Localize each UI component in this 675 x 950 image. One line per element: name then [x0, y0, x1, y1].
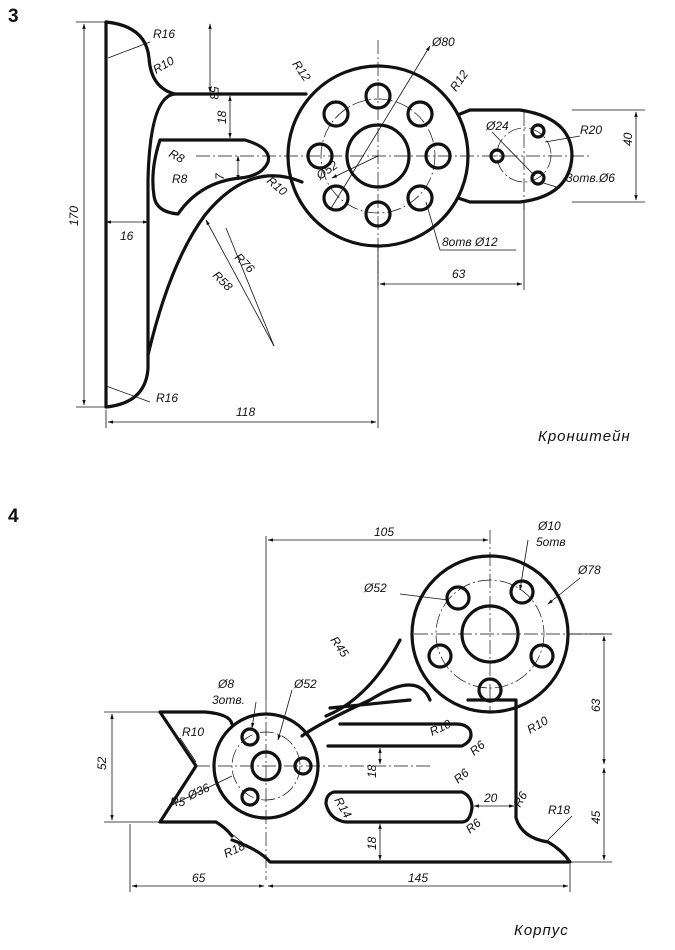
bolt-hole: [406, 100, 434, 128]
dim-r18-left-leader: [231, 833, 245, 845]
drawing-3-bracket: R16 R10 58 R12 Ø80 R12 18 R8 R8 7 R10 Ø5…: [67, 20, 645, 428]
dim-r20-leader: [544, 135, 581, 143]
dim-d52-leader: [331, 155, 379, 179]
problem-3-caption: Кронштейн: [538, 428, 631, 445]
dim-3holes: 3отв.: [212, 693, 245, 707]
dim-r16-top: R16: [153, 27, 175, 41]
dim-40: 40: [621, 132, 635, 146]
dim-d52-left-leader: [277, 689, 293, 741]
dim-r16-bottom: R16: [156, 391, 178, 405]
dim-r8-upper: R8: [167, 146, 187, 166]
dim-r18-right: R18: [548, 803, 570, 817]
dim-52: 52: [95, 756, 109, 770]
right-hub-hole: [427, 643, 453, 669]
dim-holes-small: 3отв.Ø6: [566, 171, 615, 185]
dim-d8: Ø8: [217, 677, 234, 691]
dim-r16t-leader: [107, 41, 151, 59]
dim-5holes: 5отв: [536, 535, 566, 549]
dim-7: 7: [213, 172, 227, 180]
lug-hole: [530, 123, 546, 139]
dim-16: 16: [120, 229, 134, 243]
problem-4-number: 4: [8, 506, 19, 527]
dim-d80-leader: [329, 45, 431, 211]
dim-65: 65: [192, 871, 206, 885]
dim-170: 170: [67, 206, 81, 226]
bracket-upright-plate: [104, 20, 308, 409]
dim-r6-d: R6: [510, 789, 530, 810]
dim-r12-right: R12: [447, 67, 471, 93]
lug-hole-circle: [496, 127, 552, 183]
dim-20: 20: [483, 791, 498, 805]
housing-upper-slot: [326, 722, 473, 748]
left-hub-hole: [240, 787, 260, 807]
lug-hole: [530, 170, 546, 186]
bracket-bolt-holes: [306, 82, 452, 228]
dim-d78: Ø78: [577, 563, 601, 577]
dim-r10-right: R10: [525, 713, 551, 736]
right-hub-hole: [529, 643, 555, 669]
dim-r6-c: R6: [463, 816, 484, 837]
bolt-hole: [322, 184, 350, 212]
right-hub-hole: [445, 585, 471, 611]
dim-18-upper: 18: [365, 764, 379, 778]
dim-r20: R20: [580, 123, 602, 137]
dim-d78-leader: [547, 577, 581, 605]
dim-18-lower: 18: [365, 836, 379, 850]
dim-118: 118: [236, 405, 255, 419]
dim-r8-lower: R8: [172, 172, 188, 186]
dim-d52-right-leader: [399, 593, 449, 601]
dim-58: 58: [207, 86, 221, 100]
dim-45: 45: [589, 810, 603, 824]
dim-r45: R45: [328, 634, 352, 660]
dim-r58: R58: [210, 268, 236, 294]
dim-63: 63: [452, 267, 466, 281]
dim-d8-leader: [251, 701, 257, 729]
dim-r18-left: R18: [221, 839, 247, 861]
dim-d52-left: Ø52: [293, 677, 317, 691]
housing-neck: [324, 638, 412, 718]
dim-18: 18: [215, 110, 229, 124]
dim-105: 105: [374, 525, 394, 539]
dim-d36-leader: [169, 775, 233, 807]
right-hub-hole: [509, 579, 535, 605]
problem-3-number: 3: [8, 6, 19, 27]
bracket-top-cap: [104, 20, 177, 96]
dim-r16b-leader: [105, 385, 151, 403]
left-hub-hole: [240, 727, 260, 747]
problem-4-caption: Корпус: [514, 922, 569, 939]
bolt-hole: [406, 184, 434, 212]
dim-d52: Ø52: [313, 158, 341, 183]
dim-145: 145: [408, 871, 428, 885]
dim-63: 63: [589, 698, 603, 712]
dim-d52-right: Ø52: [363, 581, 387, 595]
bracket-web-arc: [146, 174, 304, 357]
dim-d80: Ø80: [431, 35, 455, 49]
dim-holes-leader: [425, 201, 441, 251]
dim-r10-left-leader: [179, 737, 197, 763]
dim-r6-b: R6: [451, 766, 472, 787]
dim-r10-top: R10: [151, 53, 177, 76]
dim-r18-right-leader: [545, 815, 573, 843]
dim-r12-left: R12: [290, 58, 314, 84]
dim-r5: R5: [170, 795, 186, 809]
dim-r76-leader: [205, 219, 275, 347]
dim-r10-mid: R10: [427, 717, 453, 739]
drawing-4-housing: 105 Ø10 5отв Ø52 Ø78 R45 Ø8 3отв. Ø52 52…: [95, 519, 612, 892]
dim-d24-leader: [491, 131, 536, 177]
housing-outline: [158, 683, 572, 864]
dim-d24: Ø24: [485, 119, 509, 133]
bracket-slot-arm: [151, 138, 271, 216]
housing-lower-slot: [324, 790, 474, 824]
dim-r58-leader: [225, 227, 275, 347]
dim-d36: Ø36: [184, 780, 212, 803]
dim-r76: R76: [232, 250, 258, 276]
dim-r10-left: R10: [182, 725, 204, 739]
dim-d10-leader: [519, 539, 529, 591]
dim-d10: Ø10: [537, 519, 561, 533]
bolt-hole: [322, 100, 350, 128]
dim-holes-big: 8отв Ø12: [442, 235, 498, 249]
dim-lugholes-leader: [539, 181, 561, 189]
